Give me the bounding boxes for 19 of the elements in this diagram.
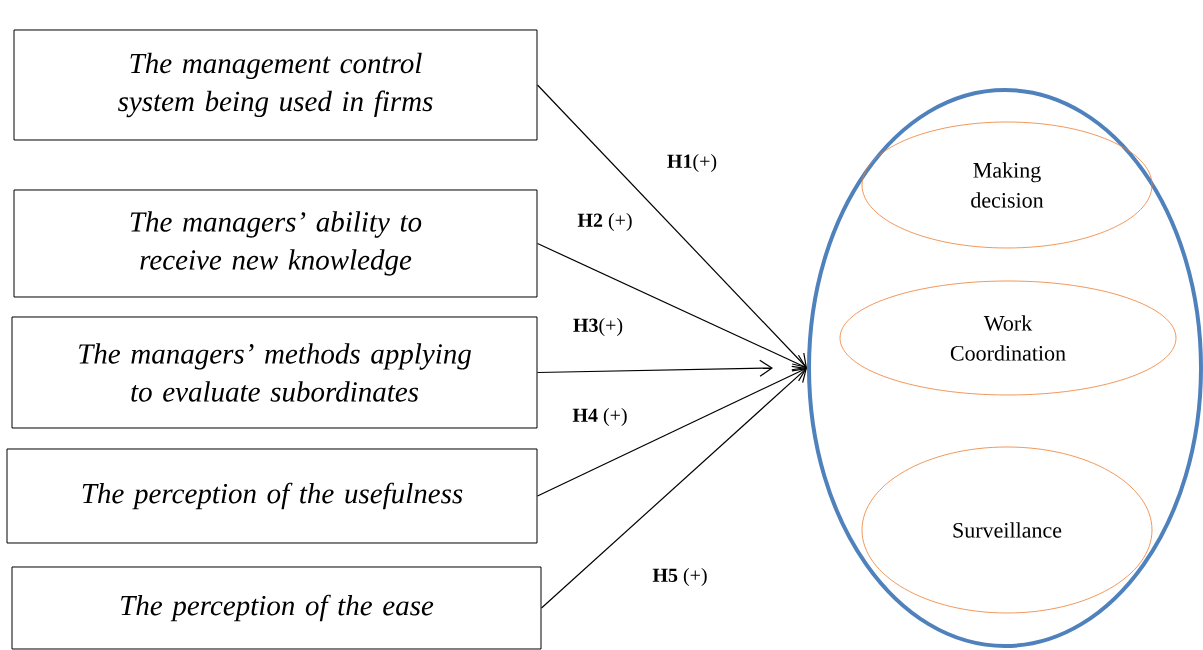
arrow <box>540 368 807 609</box>
text-box: The perception of the usefulness <box>6 448 538 544</box>
oval-box: Surveillance <box>861 446 1153 614</box>
edge-label: H2 (+) <box>576 211 634 233</box>
text-box: The perception of the ease <box>11 566 542 650</box>
arrow <box>536 365 807 497</box>
oval <box>807 88 1203 648</box>
edge-label: H5 (+) <box>651 566 709 588</box>
edge-label: H1(+) <box>665 152 719 174</box>
arrow <box>536 84 807 368</box>
edge-label: H4 (+) <box>571 406 629 428</box>
oval-box: Making decision <box>861 121 1153 249</box>
text-box: The management control system being used in firms <box>13 29 538 141</box>
oval-box: Work Coordination <box>839 280 1177 396</box>
arrow <box>536 359 773 377</box>
arrow <box>536 242 807 371</box>
text-box: The managers’ methods applying to evaluate subordinates <box>11 316 538 429</box>
text-box: The managers’ ability to receive new knowledge <box>13 189 538 298</box>
edge-label: H3(+) <box>571 316 625 338</box>
